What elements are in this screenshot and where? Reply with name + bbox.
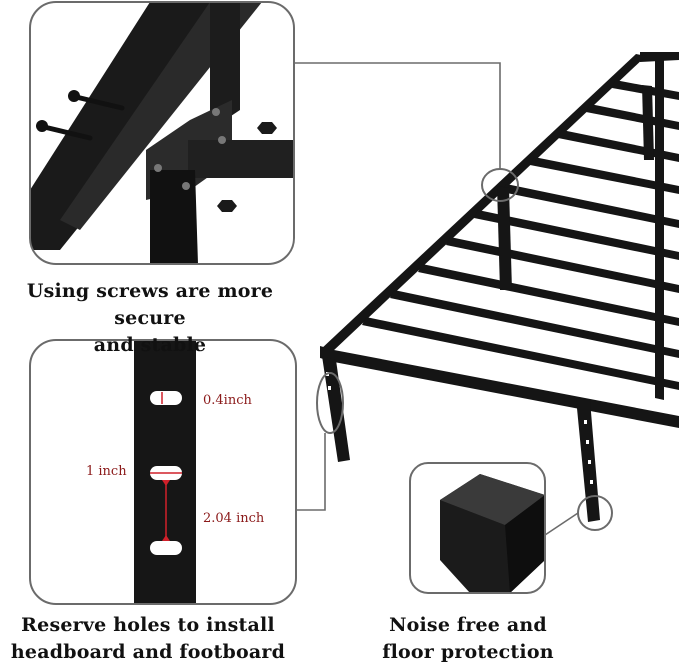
holes-caption-line1: Reserve holes to install [21,614,275,636]
screws-caption-line1: Using screws are more secure [26,280,274,329]
hole-width-label: 1 inch [86,464,127,479]
noise-caption: Noise free and floor protection [368,612,568,666]
nut-icon [217,200,237,212]
bed-frame-image [320,52,679,522]
callout-connectors [294,62,579,536]
screws-caption: Using screws are more secure and stable [0,278,300,359]
screw-icon [68,90,125,111]
holes-caption: Reserve holes to install headboard and f… [8,612,288,666]
noise-caption-line1: Noise free and [389,614,547,636]
holes-detail-image [30,340,296,604]
screws-caption-line2: and stable [93,334,207,356]
nut-icon [257,122,277,134]
screw-icon [36,120,93,141]
screws-detail-image [30,2,294,264]
hole-spacing-label: 2.04 inch [203,511,265,526]
holes-caption-line2: headboard and footboard [10,641,286,663]
hole-height-label: 0.4inch [203,393,252,408]
foot-cap-detail-image [410,463,545,593]
noise-caption-line2: floor protection [382,641,554,663]
holes-callout-marker [316,372,344,434]
